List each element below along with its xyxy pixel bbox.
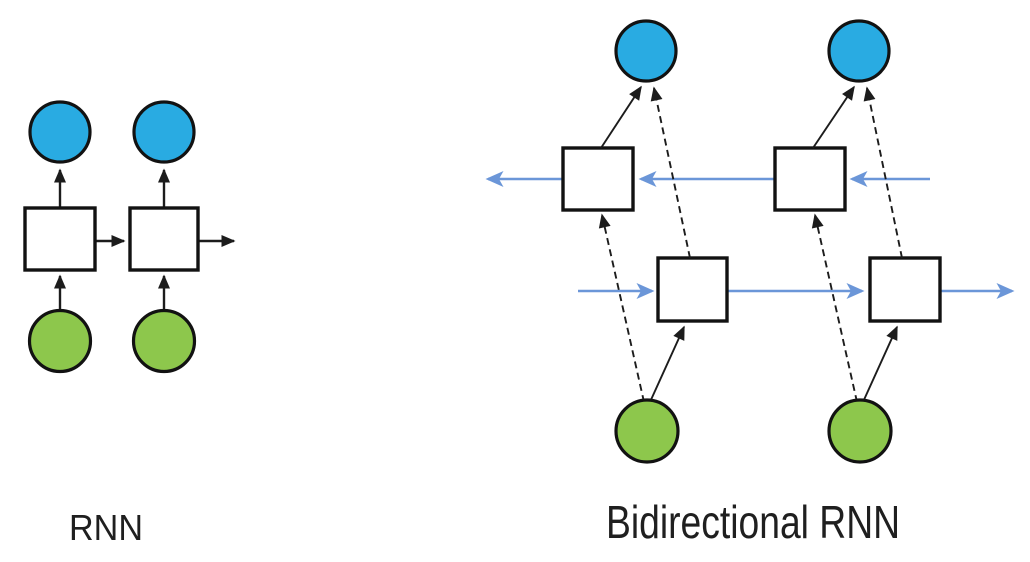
birnn-arrow-backward2-to-output2 — [812, 85, 855, 149]
birnn-arrow-input2-to-forward2 — [862, 325, 898, 403]
birnn-forward-hidden-node-2 — [868, 256, 942, 323]
birnn-arrow-forward2-to-output2 — [863, 86, 903, 259]
birnn-arrow-backward1-to-output1 — [600, 85, 642, 149]
birnn-input-node-2 — [827, 398, 893, 464]
bidirectional-rnn-diagram: Bidirectional RNN — [485, 19, 1015, 548]
rnn-hidden-node-1 — [23, 206, 97, 272]
rnn-output-node-2 — [132, 100, 196, 164]
rnn-output-node-1 — [28, 100, 92, 164]
birnn-forward-hidden-node-1 — [656, 256, 729, 323]
birnn-backward-hidden-node-1 — [561, 146, 635, 212]
birnn-arrow-input2-to-backward2 — [811, 213, 858, 403]
birnn-input-node-1 — [614, 398, 680, 464]
bidirectional-rnn-label: Bidirectional RNN — [606, 496, 900, 548]
birnn-arrow-forward1-to-output1 — [650, 86, 691, 259]
birnn-arrow-input1-to-forward1 — [649, 325, 685, 403]
birnn-backward-hidden-node-2 — [773, 146, 847, 212]
birnn-output-node-2 — [827, 19, 891, 83]
rnn-diagram: RNN — [23, 100, 236, 548]
rnn-input-node-2 — [131, 308, 197, 374]
rnn-input-node-1 — [27, 308, 93, 374]
rnn-hidden-node-2 — [128, 206, 200, 272]
birnn-arrow-input1-to-backward1 — [598, 213, 645, 403]
rnn-label: RNN — [69, 507, 143, 548]
birnn-output-node-1 — [614, 19, 678, 83]
